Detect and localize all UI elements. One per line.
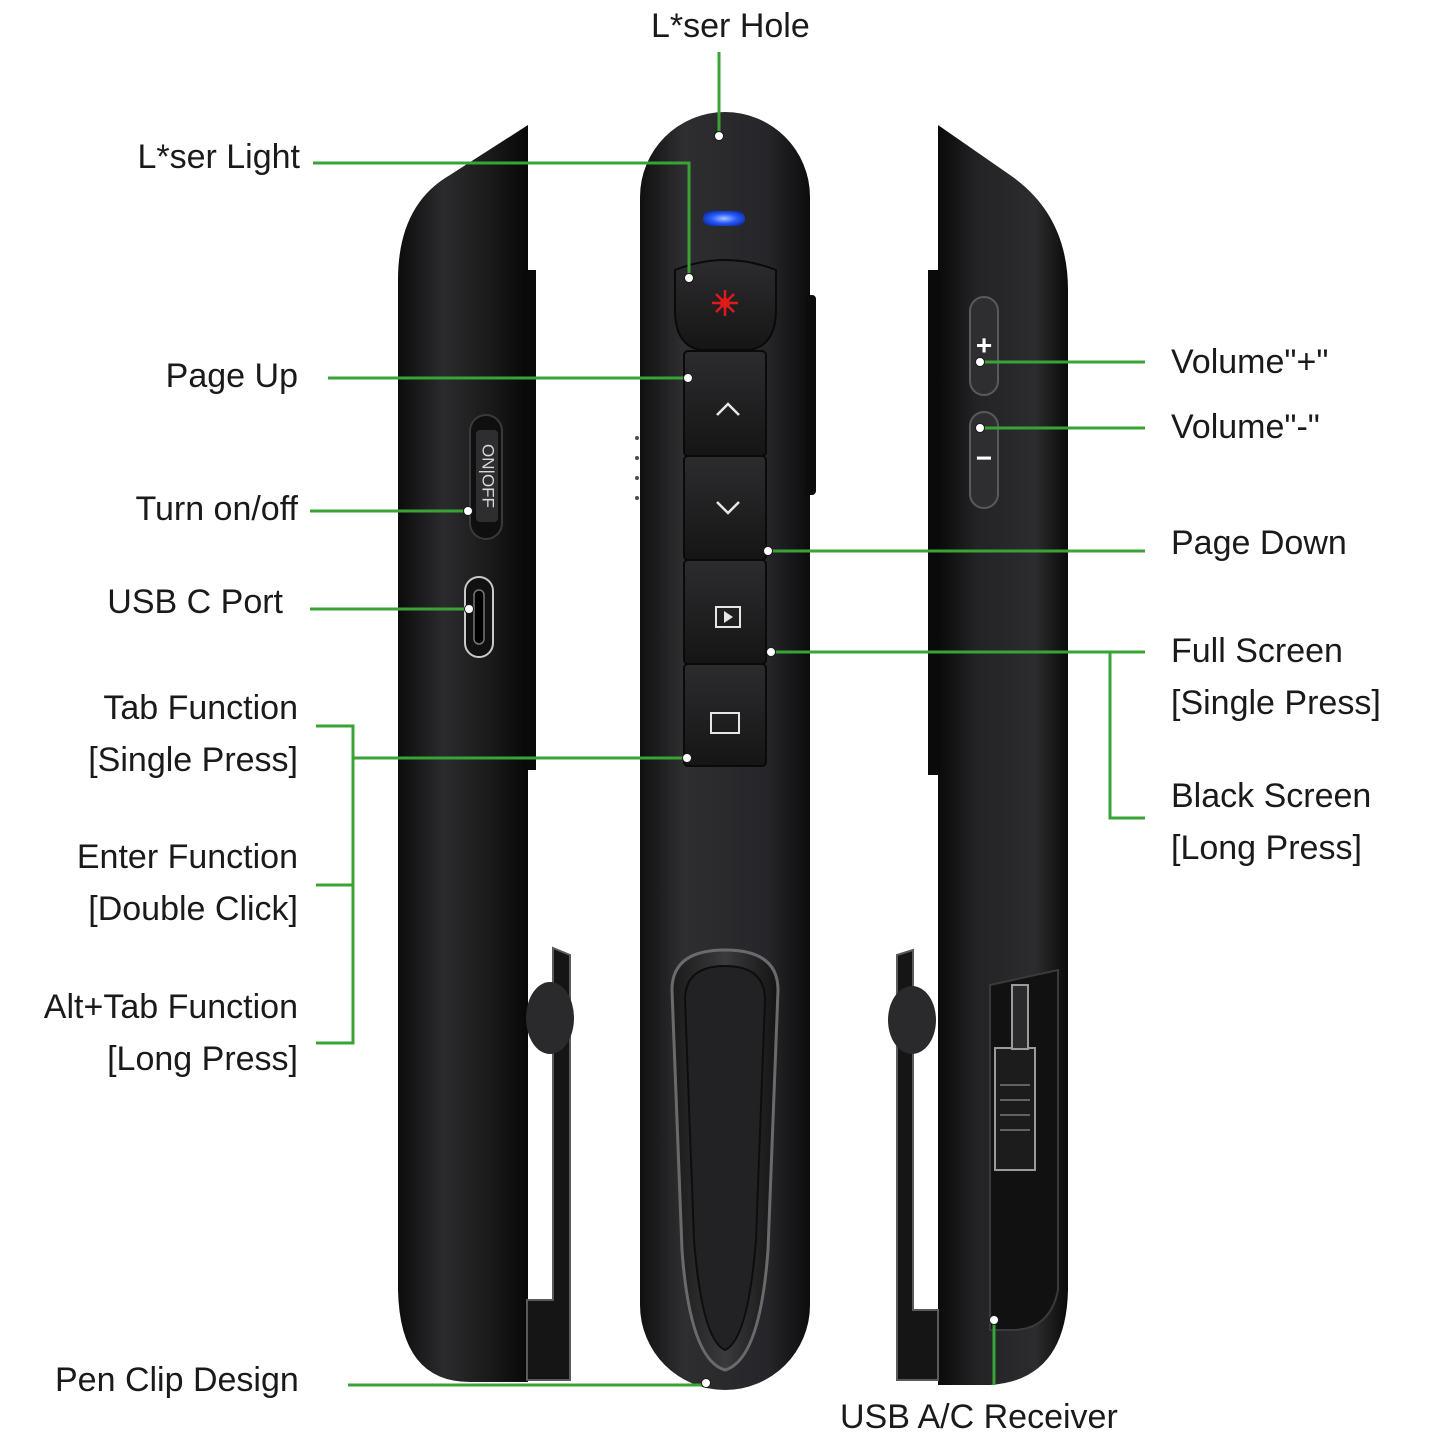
front-body-side bbox=[806, 295, 816, 495]
right-side-view: + − bbox=[888, 125, 1068, 1385]
label-laser-light-text: L*ser Light bbox=[137, 138, 300, 176]
right-clip-knob bbox=[888, 986, 936, 1054]
dot-tab-function bbox=[682, 753, 692, 763]
label-alt-tab-function: Alt+Tab Function [Long Press] bbox=[44, 981, 298, 1085]
label-enter-function-sub: [Double Click] bbox=[88, 890, 298, 928]
label-tab-function-text: Tab Function bbox=[103, 689, 298, 727]
dot-volume-down bbox=[975, 423, 985, 433]
laser-icon bbox=[712, 290, 738, 316]
volume-up-button[interactable] bbox=[969, 296, 999, 396]
label-usb-receiver-text: USB A/C Receiver bbox=[840, 1398, 1118, 1436]
chevron-up-icon bbox=[716, 402, 740, 416]
leader-lines bbox=[310, 52, 1145, 1387]
label-full-screen: Full Screen [Single Press] bbox=[1171, 625, 1381, 729]
minus-icon: − bbox=[976, 442, 992, 473]
left-clip-knob bbox=[526, 982, 574, 1054]
pen-clip-inner bbox=[683, 964, 767, 1352]
play-screen-icon bbox=[715, 606, 741, 628]
right-clip bbox=[896, 948, 939, 1381]
right-edge-strip bbox=[928, 270, 940, 775]
label-turn-on-off: Turn on/off bbox=[135, 483, 298, 535]
label-page-down: Page Down bbox=[1171, 517, 1347, 569]
volume-down-button[interactable] bbox=[969, 411, 999, 509]
label-tab-function-sub: [Single Press] bbox=[88, 741, 298, 779]
power-switch-plate bbox=[476, 430, 498, 522]
label-volume-down: Volume"-" bbox=[1171, 401, 1320, 453]
label-pen-clip-text: Pen Clip Design bbox=[55, 1361, 299, 1399]
window-icon bbox=[710, 712, 740, 734]
dot-page-down bbox=[763, 546, 773, 556]
indicator-led bbox=[703, 211, 745, 226]
front-view bbox=[635, 112, 816, 1390]
chevron-down-icon bbox=[716, 501, 740, 515]
label-page-up: Page Up bbox=[166, 350, 298, 402]
label-alt-tab-function-text: Alt+Tab Function bbox=[43, 988, 298, 1026]
label-full-screen-text: Full Screen bbox=[1171, 632, 1343, 670]
label-usb-c-port-text: USB C Port bbox=[107, 583, 283, 621]
usb-receiver-ridges bbox=[1000, 1084, 1030, 1131]
label-laser-hole: L*ser Hole bbox=[651, 0, 810, 52]
usb-c-port-inner bbox=[473, 589, 485, 645]
dot-usb-receiver bbox=[989, 1315, 999, 1325]
left-edge-strip bbox=[524, 270, 536, 770]
line-black-screen bbox=[1108, 652, 1145, 820]
label-turn-on-off-text: Turn on/off bbox=[135, 490, 298, 528]
dot-volume-up bbox=[975, 357, 985, 367]
dot-laser-hole bbox=[714, 131, 724, 141]
label-laser-light: L*ser Light bbox=[137, 131, 300, 183]
label-black-screen-sub: [Long Press] bbox=[1171, 829, 1362, 867]
label-enter-function-text: Enter Function bbox=[76, 838, 298, 876]
label-usb-c-port: USB C Port bbox=[107, 576, 283, 628]
label-volume-up-text: Volume"+" bbox=[1171, 343, 1329, 381]
usb-receiver-tip bbox=[1011, 984, 1029, 1050]
label-alt-tab-function-sub: [Long Press] bbox=[107, 1040, 298, 1078]
label-full-screen-sub: [Single Press] bbox=[1171, 684, 1381, 722]
page-up-button[interactable] bbox=[683, 350, 767, 457]
line-laser-light bbox=[313, 161, 691, 278]
label-pen-clip: Pen Clip Design bbox=[55, 1354, 299, 1406]
power-switch-text: ON|OFF bbox=[479, 444, 498, 508]
dot-turn-on-off bbox=[463, 506, 473, 516]
usb-receiver bbox=[994, 1047, 1036, 1171]
label-page-down-text: Page Down bbox=[1171, 524, 1347, 562]
tab-function-button[interactable] bbox=[683, 663, 767, 767]
label-enter-function: Enter Function [Double Click] bbox=[77, 831, 298, 935]
label-black-screen: Black Screen [Long Press] bbox=[1171, 770, 1371, 874]
grip-dots bbox=[635, 436, 639, 500]
label-tab-function: Tab Function [Single Press] bbox=[88, 682, 298, 786]
dot-page-up bbox=[683, 373, 693, 383]
left-side-view: ON|OFF bbox=[398, 125, 574, 1382]
label-laser-hole-text: L*ser Hole bbox=[651, 7, 810, 45]
dot-full-screen bbox=[766, 647, 776, 657]
label-black-screen-text: Black Screen bbox=[1171, 777, 1372, 815]
dot-laser-light bbox=[684, 273, 694, 283]
label-page-up-text: Page Up bbox=[165, 357, 298, 395]
dot-usb-c bbox=[464, 604, 474, 614]
label-volume-down-text: Volume"-" bbox=[1171, 408, 1320, 446]
label-volume-up: Volume"+" bbox=[1171, 336, 1328, 388]
plus-icon: + bbox=[976, 329, 992, 360]
label-usb-receiver: USB A/C Receiver bbox=[840, 1391, 1118, 1443]
left-clip bbox=[526, 946, 571, 1381]
left-body bbox=[398, 125, 528, 1382]
page-down-button[interactable] bbox=[683, 455, 767, 561]
dot-pen-clip bbox=[701, 1378, 711, 1388]
endpoint-dots bbox=[463, 131, 999, 1388]
